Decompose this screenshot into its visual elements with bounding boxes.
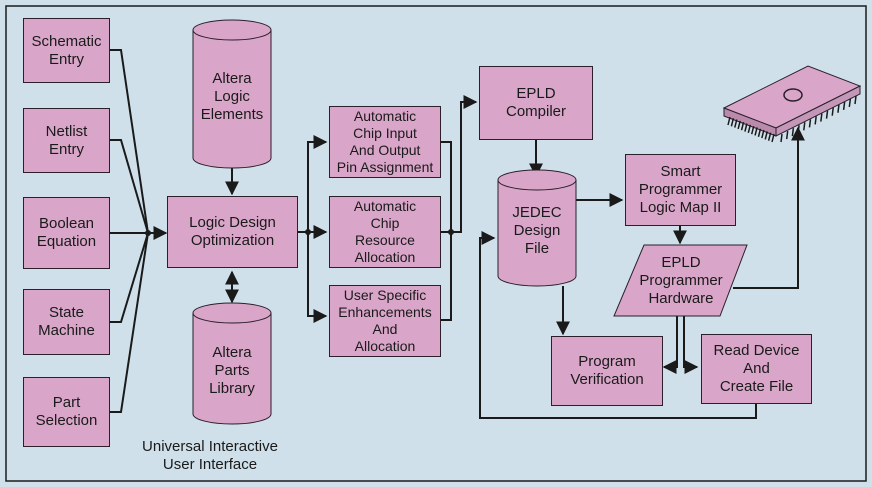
epld-hw-label: EPLD Programmer Hardware <box>639 253 723 307</box>
logic-optimization-box: Logic Design Optimization <box>167 196 298 268</box>
netlist-entry-box: Netlist Entry <box>23 108 110 173</box>
ui-caption: Universal Interactive User Interface <box>142 438 278 473</box>
user-enhancements-box: User Specific Enhancements And Allocatio… <box>329 285 441 357</box>
smart-programmer-label: Smart Programmer Logic Map II <box>638 163 723 216</box>
program-verification-label: Program Verification <box>570 353 644 388</box>
arrow-read-feedback <box>479 231 757 419</box>
state-machine-box: State Machine <box>23 289 110 355</box>
epld-hw-shape <box>613 244 748 317</box>
cylinder-parts-body <box>192 313 272 425</box>
arrow-hw-to-read <box>683 316 699 374</box>
cylinder-jedec-body <box>497 180 577 287</box>
epld-compiler-box: EPLD Compiler <box>479 66 593 140</box>
resource-allocation-box: Automatic Chip Resource Allocation <box>329 196 441 268</box>
cylinder-parts-top <box>192 302 272 324</box>
smart-programmer-box: Smart Programmer Logic Map II <box>625 154 736 226</box>
arrow-opt-to-pin <box>298 135 328 233</box>
logic-optimization-label: Logic Design Optimization <box>189 214 276 249</box>
schematic-entry-box: Schematic Entry <box>23 18 110 83</box>
wire-netlist <box>110 139 149 234</box>
boolean-equation-label: Boolean Equation <box>36 215 97 250</box>
arrow-opt-to-enhance <box>307 232 328 323</box>
part-selection-label: Part Selection <box>35 394 98 429</box>
epld-compiler-label: EPLD Compiler <box>505 85 566 120</box>
cylinder-elements-body <box>192 30 272 169</box>
wire-pin-out <box>441 141 452 232</box>
cylinder-jedec-top <box>497 169 577 191</box>
schematic-entry-label: Schematic Entry <box>31 32 102 68</box>
read-device-box: Read Device And Create File <box>701 334 812 404</box>
arrow-hw-to-verify <box>662 316 678 374</box>
resource-allocation-label: Automatic Chip Resource Allocation <box>353 198 417 265</box>
parts-library-label: Altera Parts Library <box>209 344 255 397</box>
arrow-hw-to-chip <box>733 126 805 289</box>
wire-enhance-out <box>441 232 452 321</box>
cylinder-elements-top <box>192 19 272 41</box>
pin-assignment-box: Automatic Chip Input And Output Pin Assi… <box>329 106 441 178</box>
boolean-equation-box: Boolean Equation <box>23 197 110 269</box>
jedec-label: JEDEC Design File <box>512 204 562 257</box>
program-verification-box: Program Verification <box>551 336 663 406</box>
epld-chip-icon <box>722 65 862 143</box>
wire-schematic <box>110 49 149 234</box>
netlist-entry-label: Netlist Entry <box>45 122 88 158</box>
user-enhancements-label: User Specific Enhancements And Allocatio… <box>338 287 432 354</box>
logic-elements-label: Altera Logic Elements <box>200 70 264 123</box>
part-selection-box: Part Selection <box>23 377 110 447</box>
arrow-to-compiler <box>451 95 478 233</box>
wire-part <box>110 232 149 413</box>
read-device-label: Read Device And Create File <box>713 342 800 395</box>
pin-assignment-label: Automatic Chip Input And Output Pin Assi… <box>336 108 434 175</box>
state-machine-label: State Machine <box>38 304 95 339</box>
diagram-frame <box>5 5 867 482</box>
wire-state <box>110 232 149 323</box>
